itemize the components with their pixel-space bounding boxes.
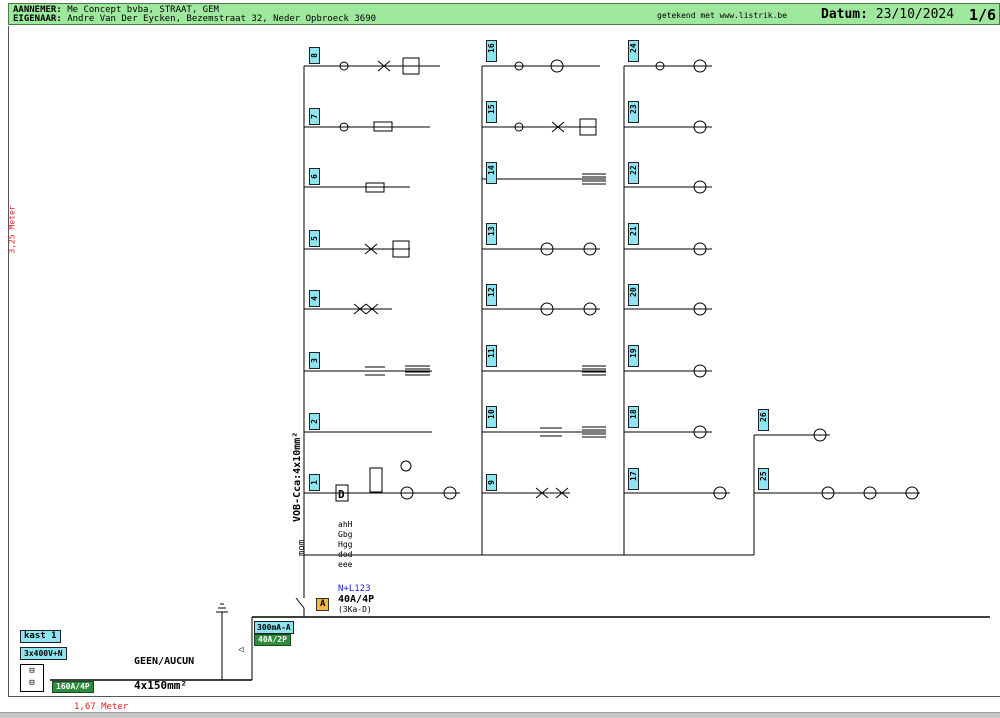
- circuit-tag-21[interactable]: 21: [628, 223, 639, 245]
- horizontal-scrollbar[interactable]: [0, 712, 1000, 718]
- circuit-tag-12[interactable]: 12: [486, 284, 497, 306]
- eigenaar-key: EIGENAAR:: [13, 14, 62, 24]
- drawing-frame: [8, 26, 1000, 697]
- circuit-tag-2[interactable]: 2: [309, 413, 320, 430]
- circuit-tag-16[interactable]: 16: [486, 40, 497, 62]
- test-button-icon: ◁: [238, 645, 244, 655]
- circuit-tag-26[interactable]: 26: [758, 409, 769, 431]
- circuit-tag-13[interactable]: 13: [486, 223, 497, 245]
- circuit-row-col1: [304, 65, 460, 494]
- circuit-tag-10[interactable]: 10: [486, 406, 497, 428]
- room-code: Gbg: [338, 530, 353, 539]
- phase-label: N+L123: [338, 584, 371, 594]
- room-code: ahH: [338, 520, 353, 529]
- main-switch: [295, 597, 305, 609]
- circuit-tag-6[interactable]: 6: [309, 168, 320, 185]
- circuit-tag-24[interactable]: 24: [628, 40, 639, 62]
- circuit-tag-11[interactable]: 11: [486, 345, 497, 367]
- date: Datum: 23/10/2024: [821, 7, 954, 22]
- aannemer-key: AANNEMER:: [13, 5, 62, 15]
- main-fuse-rating[interactable]: 160A/4P: [52, 681, 94, 693]
- bottom-measurement: 1,67 Meter: [74, 702, 129, 712]
- circuit-tag-25[interactable]: 25: [758, 468, 769, 490]
- circuit-tag-20[interactable]: 20: [628, 284, 639, 306]
- date-key: Datum:: [821, 7, 868, 22]
- cross-icons: [353, 60, 569, 499]
- circuit-tag-23[interactable]: 23: [628, 101, 639, 123]
- heater-icons: [365, 173, 606, 438]
- drawn-with-text[interactable]: getekend met www.listrik.be: [657, 11, 788, 20]
- title-block: AANNEMER: Me Concept bvba, STRAAT, GEM E…: [8, 3, 1000, 25]
- circuit-tag-18[interactable]: 18: [628, 406, 639, 428]
- circuit-row-col2: [482, 65, 606, 494]
- diff-label[interactable]: 300mA-A: [254, 621, 294, 634]
- net-label[interactable]: 3x400V+N: [20, 647, 67, 660]
- main-cable-label: 4x150mm²: [134, 679, 187, 692]
- mom-label: mom: [297, 539, 307, 556]
- main-breaker-rating: 40A/4P: [338, 594, 375, 605]
- circuit-tag-4[interactable]: 4: [309, 290, 320, 307]
- circuit-tag-7[interactable]: 7: [309, 108, 320, 125]
- breaker-badge[interactable]: A: [316, 598, 330, 611]
- diff-breaker-label[interactable]: 40A/2P: [254, 634, 291, 646]
- aannemer-line: AANNEMER: Me Concept bvba, STRAAT, GEM: [13, 5, 219, 15]
- circuit-tag-5[interactable]: 5: [309, 230, 320, 247]
- circuit-tag-15[interactable]: 15: [486, 101, 497, 123]
- room-code: Hgg: [338, 540, 353, 549]
- room-code: eee: [338, 560, 353, 569]
- page-number: 1/6: [969, 6, 997, 24]
- room-code: dod: [338, 550, 353, 559]
- circuit-tag-22[interactable]: 22: [628, 162, 639, 184]
- socket-icons: [335, 57, 597, 502]
- circuit-tag-1[interactable]: 1: [309, 474, 320, 491]
- eigenaar-value: Andre Van Der Eycken, Bezemstraat 32, Ne…: [61, 14, 377, 24]
- circuit-tag-8[interactable]: 8: [309, 47, 320, 64]
- date-value: 23/10/2024: [867, 7, 955, 22]
- circuit-tag-14[interactable]: 14: [486, 162, 497, 184]
- earthing-label: GEEN/AUCUN: [134, 656, 195, 667]
- breaker-note: (3Ka-D): [338, 605, 372, 614]
- room-code-list: ahH Gbg Hgg dod eee: [338, 520, 352, 570]
- eigenaar-line: EIGENAAR: Andre Van Der Eycken, Bezemstr…: [13, 14, 376, 24]
- lamp-icons: [339, 59, 919, 500]
- circuit-tag-19[interactable]: 19: [628, 345, 639, 367]
- dryer-symbol: D: [338, 488, 345, 501]
- circuit-tag-17[interactable]: 17: [628, 468, 639, 490]
- circuit-row-col4: [754, 434, 920, 494]
- circuit-row-col3: [624, 65, 730, 494]
- circuit-tag-9[interactable]: 9: [486, 474, 497, 491]
- kast-label[interactable]: kast 1: [20, 630, 61, 643]
- board-cable-label: VOB-Cca:4x10mm²: [292, 431, 303, 522]
- aannemer-value: Me Concept bvba, STRAAT, GEM: [61, 5, 219, 15]
- circuit-tag-3[interactable]: 3: [309, 352, 320, 369]
- meter-icon: ⊟⊟: [20, 664, 44, 692]
